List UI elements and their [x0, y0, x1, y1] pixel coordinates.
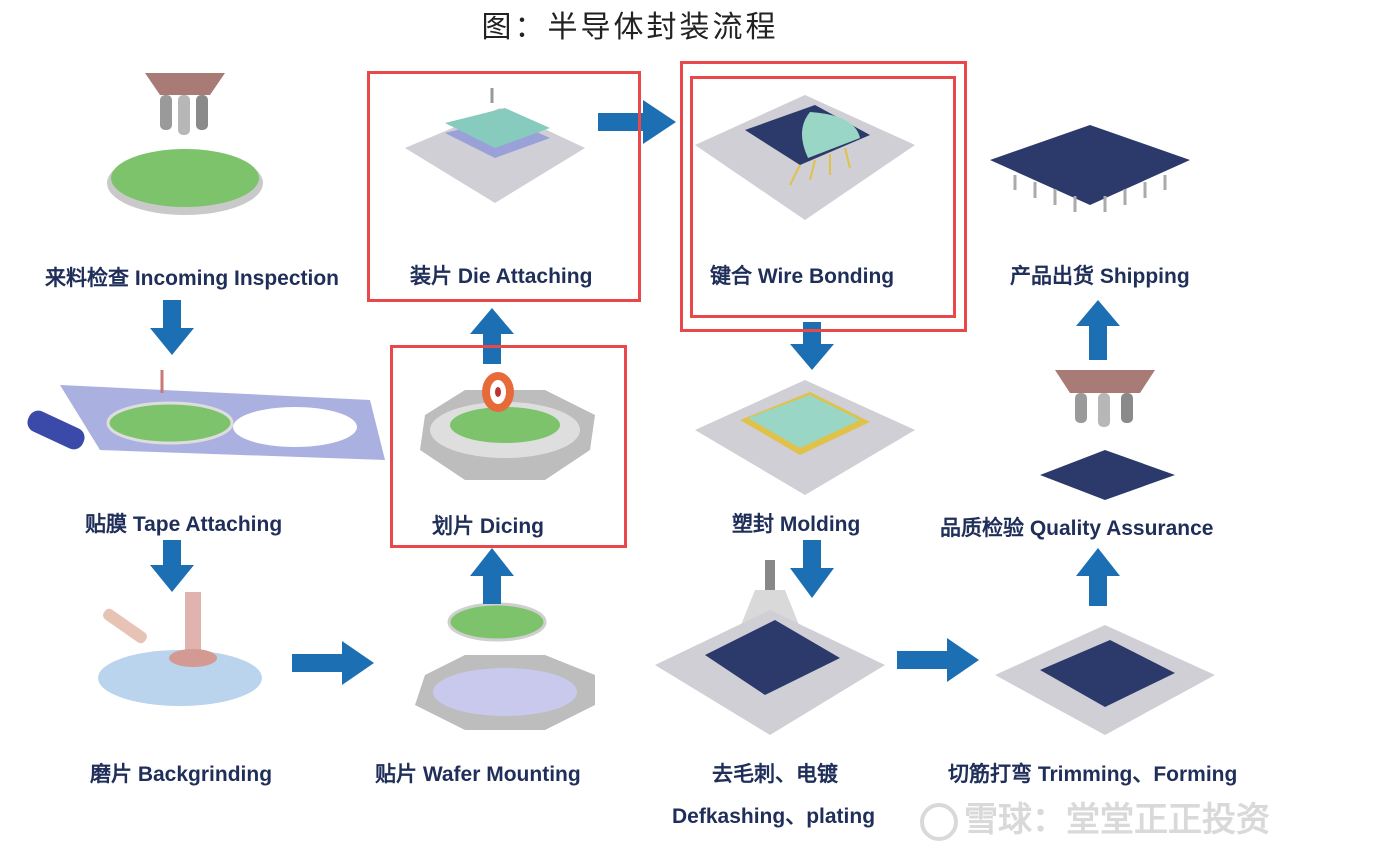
- xueqiu-logo-icon: [920, 802, 958, 841]
- arrow-down-1: [150, 300, 194, 355]
- step-tape-attaching: 贴膜 Tape Attaching: [85, 513, 283, 536]
- dicing-illustration: [420, 372, 595, 480]
- watermark: 雪球：堂堂正正投资: [920, 792, 1270, 841]
- step-deflash-en: Defkashing、plating: [672, 805, 876, 828]
- step-shipping: 产品出货 Shipping: [1010, 265, 1190, 288]
- arrow-up-4: [1076, 300, 1120, 360]
- arrow-right-3: [897, 638, 979, 682]
- highlight-wire-bonding-outer: [680, 61, 967, 332]
- arrow-down-2: [150, 540, 194, 592]
- arrow-up-2: [470, 308, 514, 364]
- trimming-forming-illustration: [995, 625, 1215, 735]
- step-quality-assurance: 品质检验 Quality Assurance: [940, 517, 1214, 540]
- watermark-text: 雪球：堂堂正正投资: [964, 800, 1270, 840]
- step-trimming-forming: 切筋打弯 Trimming、Forming: [948, 763, 1238, 786]
- arrow-down-4: [790, 540, 834, 598]
- step-wafer-mounting: 贴片 Wafer Mounting: [375, 763, 581, 786]
- arrow-up-1: [470, 548, 514, 604]
- quality-assurance-illustration: [1040, 370, 1175, 500]
- arrow-right-1: [292, 641, 374, 685]
- wafer-mounting-illustration: [415, 602, 595, 730]
- incoming-inspection-illustration: [107, 73, 263, 215]
- step-dicing: 划片 Dicing: [432, 515, 545, 538]
- step-molding: 塑封 Molding: [732, 513, 861, 536]
- step-wire-bonding: 键合 Wire Bonding: [710, 265, 895, 288]
- deflash-plating-illustration: [655, 560, 885, 735]
- diagram-title: 图：半导体封装流程: [481, 10, 779, 45]
- arrow-down-3: [790, 322, 834, 370]
- step-backgrinding: 磨片 Backgrinding: [90, 763, 273, 786]
- shipping-chip-illustration: [990, 125, 1190, 212]
- arrow-right-2: [598, 100, 676, 144]
- molding-illustration: [695, 380, 915, 495]
- step-deflash-cn: 去毛刺、电镀: [712, 763, 838, 786]
- die-attaching-illustration: [405, 88, 585, 203]
- backgrinding-illustration: [98, 592, 262, 706]
- highlight-die-attaching: [367, 71, 641, 302]
- arrow-up-3: [1076, 548, 1120, 606]
- highlight-wire-bonding-inner: [690, 76, 956, 318]
- wire-bonding-illustration: [695, 95, 915, 220]
- tape-attaching-illustration: [27, 370, 385, 460]
- step-incoming-inspection: 来料检查 Incoming Inspection: [45, 267, 340, 290]
- highlight-dicing: [390, 345, 627, 548]
- step-die-attaching: 装片 Die Attaching: [410, 265, 593, 288]
